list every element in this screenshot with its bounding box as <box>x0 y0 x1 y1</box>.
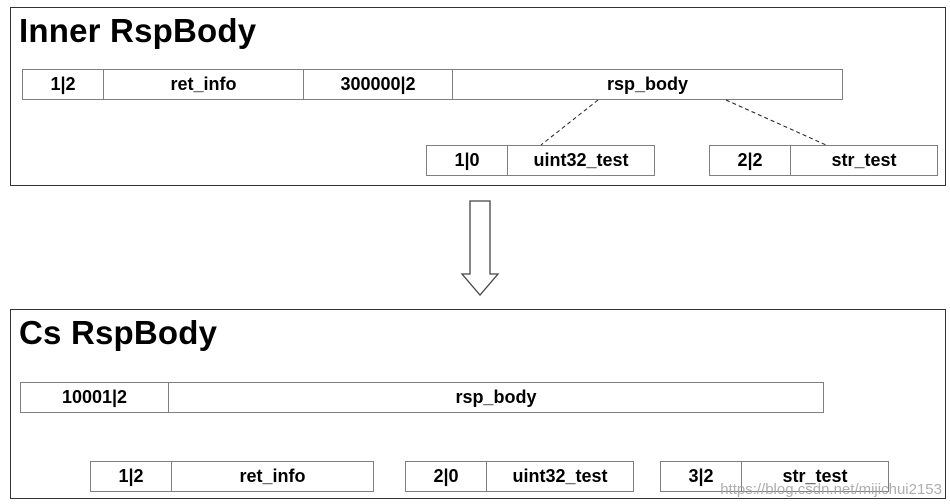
cs-child-tag-1: 1|2 <box>90 461 172 492</box>
down-arrow-icon <box>460 200 500 296</box>
inner-child-str-test: str_test <box>790 145 938 176</box>
inner-field-ret-info: ret_info <box>103 69 304 100</box>
inner-child-tag-1: 1|0 <box>426 145 508 176</box>
cs-child-ret-info: ret_info <box>171 461 374 492</box>
inner-field-tag-300000: 300000|2 <box>303 69 453 100</box>
cs-field-tag-10001: 10001|2 <box>20 382 169 413</box>
cs-panel-title: Cs RspBody <box>19 314 218 351</box>
cs-child-str-test: str_test <box>741 461 889 492</box>
cs-child-tag-3: 3|2 <box>660 461 742 492</box>
inner-field-tag-1: 1|2 <box>22 69 104 100</box>
inner-field-rsp-body: rsp_body <box>452 69 843 100</box>
cs-child-tag-2: 2|0 <box>405 461 487 492</box>
cs-child-uint32-test: uint32_test <box>486 461 634 492</box>
inner-child-uint32-test: uint32_test <box>507 145 655 176</box>
cs-field-rsp-body: rsp_body <box>168 382 824 413</box>
inner-panel-title: Inner RspBody <box>19 12 257 49</box>
watermark-text: https://blog.csdn.net/mijichui2153 <box>720 481 942 498</box>
inner-child-tag-2: 2|2 <box>709 145 791 176</box>
